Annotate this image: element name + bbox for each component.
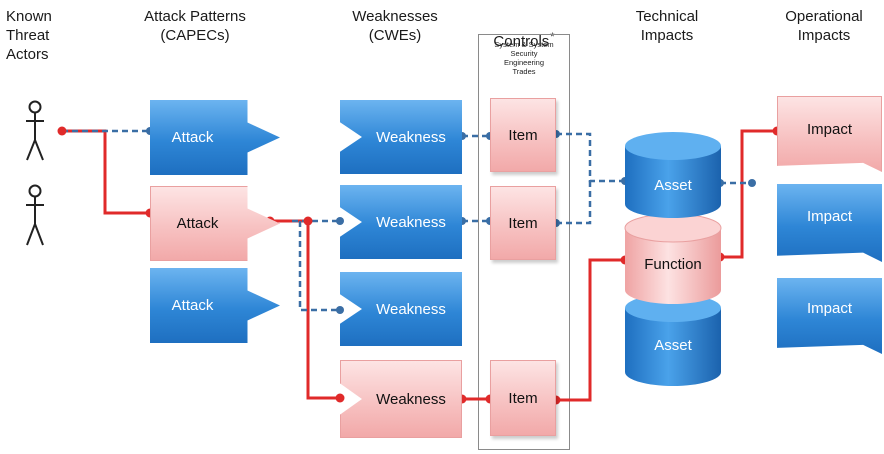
path-item3-to-function <box>556 258 625 402</box>
controls-note: System & System Security Engineering Tra… <box>494 40 554 76</box>
control-item-label: Item <box>508 214 538 232</box>
weakness-label: Weakness <box>376 390 446 408</box>
attack-pattern-label: Attack <box>171 297 214 314</box>
header-controls: Controls* <box>478 9 570 51</box>
technical-impact-label: Function <box>644 256 702 273</box>
control-item-box[interactable]: Item <box>490 186 556 260</box>
header-operational-impacts: Operational Impacts <box>785 8 863 44</box>
header-controls-label: Controls <box>493 33 550 50</box>
operational-impact-doc[interactable]: Impact <box>777 278 882 354</box>
control-item-box[interactable]: Item <box>490 360 556 436</box>
path-attack2-to-weakness3 <box>298 221 340 312</box>
path-item2-to-asset <box>556 181 592 225</box>
control-item-label: Item <box>508 389 538 407</box>
header-technical-impacts: Technical Impacts <box>635 8 699 44</box>
attack-pattern-label: Attack <box>176 215 219 232</box>
controls-frame <box>478 34 570 450</box>
header-controls-footnote-mark: * <box>550 31 555 43</box>
control-item-label: Item <box>508 126 538 144</box>
weakness-label: Weakness <box>376 300 446 318</box>
control-item-box[interactable]: Item <box>490 98 556 172</box>
technical-impact-label: Asset <box>654 337 692 354</box>
operational-impact-doc[interactable]: Impact <box>777 184 882 262</box>
header-attack-patterns: Attack Patterns (CAPECs) <box>144 8 246 44</box>
header-weaknesses: Weaknesses (CWEs) <box>352 8 438 44</box>
path-attack2-to-weakness4 <box>270 219 340 400</box>
operational-impact-doc[interactable]: Impact <box>777 96 882 172</box>
attack-pattern-label: Attack <box>171 129 214 146</box>
technical-impact-label: Asset <box>654 177 692 194</box>
operational-impact-label: Impact <box>806 300 852 317</box>
weakness-label: Weakness <box>376 128 446 146</box>
weakness-box[interactable]: Weakness <box>340 272 462 346</box>
function-cylinder[interactable] <box>624 213 722 304</box>
weakness-label: Weakness <box>376 213 446 231</box>
operational-impact-label: Impact <box>806 208 852 225</box>
path-function-to-impact <box>720 129 777 259</box>
header-known-threat-actors: Known Threat Actors <box>6 8 52 63</box>
asset-cylinder[interactable] <box>625 132 721 218</box>
operational-impact-label: Impact <box>806 121 852 138</box>
